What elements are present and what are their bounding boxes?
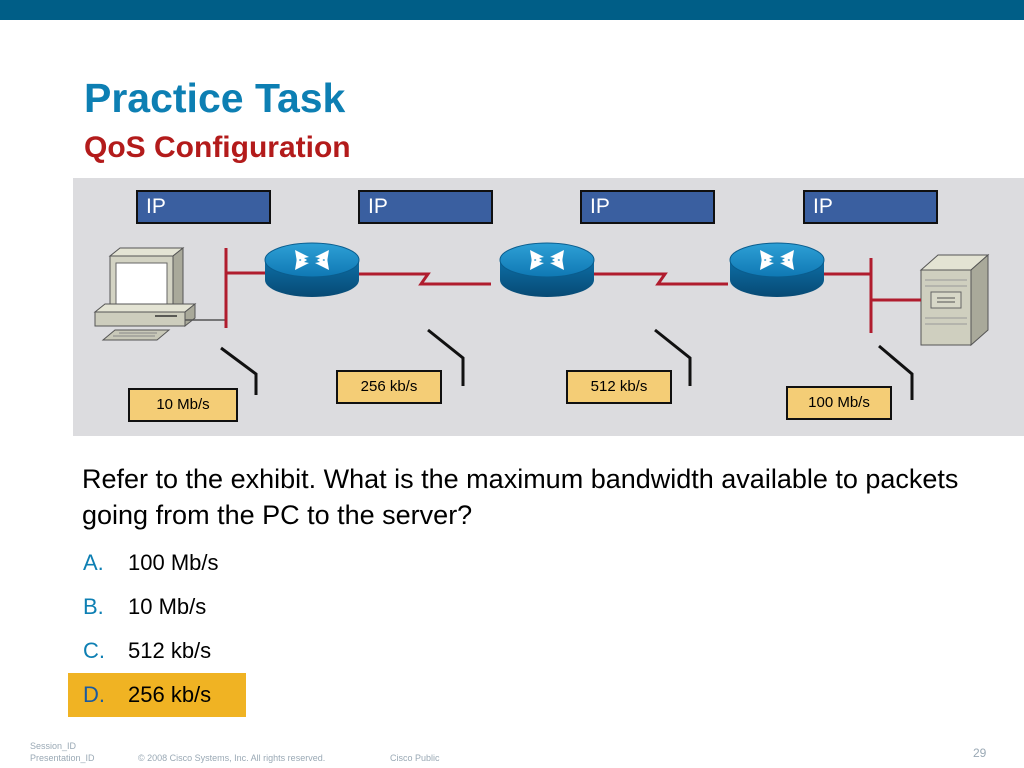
answer-option-a[interactable]: A. 100 Mb/s bbox=[68, 541, 246, 585]
ip-label-box: IP bbox=[136, 190, 271, 224]
server-icon bbox=[919, 253, 990, 347]
option-letter: A. bbox=[83, 550, 104, 575]
speed-label-serial-2: 512 kb/s bbox=[566, 370, 672, 404]
footer-session-id: Session_ID bbox=[30, 741, 77, 751]
router-icon bbox=[729, 242, 825, 297]
footer-copyright: © 2008 Cisco Systems, Inc. All rights re… bbox=[138, 753, 326, 763]
question-text: Refer to the exhibit. What is the maximu… bbox=[82, 464, 959, 530]
pc-icon bbox=[93, 246, 226, 341]
speed-label-pc-link: 10 Mb/s bbox=[128, 388, 238, 422]
option-letter: C. bbox=[83, 638, 105, 663]
router-icon bbox=[264, 242, 360, 297]
option-text: 512 kb/s bbox=[128, 638, 212, 663]
answer-option-c[interactable]: C. 512 kb/s bbox=[68, 629, 246, 673]
page-number: 29 bbox=[973, 746, 987, 760]
speed-label-server-link: 100 Mb/s bbox=[786, 386, 892, 420]
top-banner bbox=[0, 0, 1024, 20]
option-text: 100 Mb/s bbox=[128, 550, 219, 575]
serial-link-1 bbox=[358, 272, 491, 286]
answer-option-b[interactable]: B. 10 Mb/s bbox=[68, 585, 246, 629]
footer-presentation-id: Presentation_ID bbox=[30, 753, 95, 763]
slide-subtitle: QoS Configuration bbox=[84, 131, 351, 164]
option-text: 256 kb/s bbox=[128, 682, 212, 707]
ip-label-box: IP bbox=[803, 190, 938, 224]
ip-label-box: IP bbox=[358, 190, 493, 224]
callout-lines bbox=[220, 328, 914, 400]
answer-option-d[interactable]: D. 256 kb/s bbox=[68, 673, 246, 717]
router-icon bbox=[499, 242, 595, 297]
serial-link-2 bbox=[593, 272, 728, 286]
ethernet-link-server bbox=[823, 258, 921, 333]
ip-label-box: IP bbox=[580, 190, 715, 224]
option-letter: B. bbox=[83, 594, 104, 619]
slide-title: Practice Task bbox=[84, 75, 346, 121]
speed-label-serial-1: 256 kb/s bbox=[336, 370, 442, 404]
footer-classification: Cisco Public bbox=[390, 753, 440, 763]
option-letter: D. bbox=[83, 682, 105, 707]
option-text: 10 Mb/s bbox=[128, 594, 207, 619]
